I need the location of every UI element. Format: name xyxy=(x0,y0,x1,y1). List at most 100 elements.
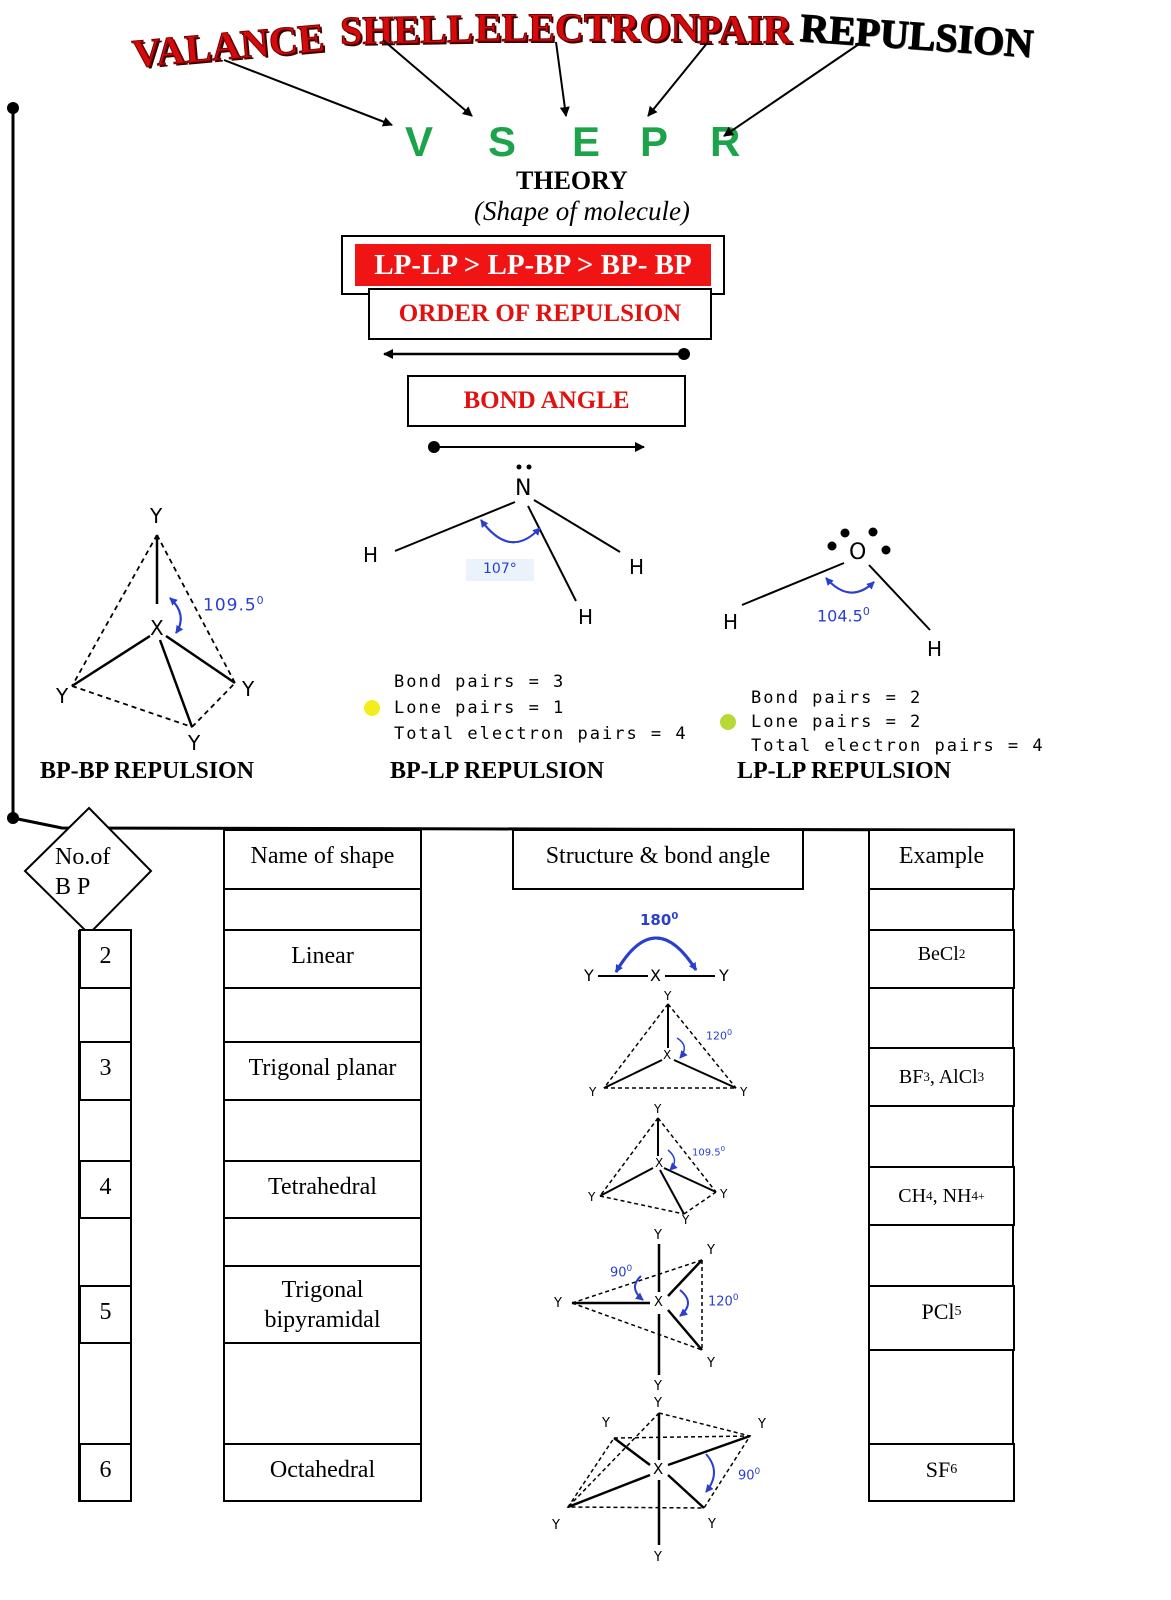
bp-bp-ligand-left: Y xyxy=(56,684,69,708)
lp-lp-bond-pairs: Bond pairs = 2 xyxy=(751,688,923,708)
water-lone-pair-dot-2 xyxy=(840,528,850,538)
lp-lp-lone-pair-marker xyxy=(720,714,736,730)
row-tetrahedral-bp: 4 xyxy=(79,1160,132,1219)
tbp-ligand-left: Y xyxy=(554,1296,562,1311)
oct-ligand-back-right: Y xyxy=(758,1417,766,1432)
tetra-central: X xyxy=(655,1156,664,1170)
bond-angle-label-box: BOND ANGLE xyxy=(407,375,686,427)
water-molecule xyxy=(741,562,931,631)
connector-dot-bottom xyxy=(7,812,19,824)
linear-ligand-right: Y xyxy=(719,966,729,985)
order-of-repulsion-label-box: ORDER OF REPULSION xyxy=(368,288,712,340)
oct-central: X xyxy=(653,1460,664,1478)
water-h-left: H xyxy=(723,610,739,634)
bond-angle-label: BOND ANGLE xyxy=(463,387,630,414)
tbp-ligand-bottom: Y xyxy=(654,1379,662,1394)
linear-central: X xyxy=(650,966,661,985)
header-structure: Structure & bond angle xyxy=(512,829,804,890)
bond-angle-arrow-dot xyxy=(428,441,440,453)
bp-lp-lone-pair-marker xyxy=(364,700,380,716)
connector-dot-top xyxy=(7,102,19,114)
linear-angle: 1800 xyxy=(640,911,679,929)
ammonia-angle: 107° xyxy=(483,561,517,577)
tetra-ligand-bottom: Y xyxy=(682,1213,690,1227)
bp-lp-caption: BP-LP REPULSION xyxy=(390,758,605,784)
ammonia-h-left: H xyxy=(363,543,379,567)
bp-bp-ligand-top: Y xyxy=(150,504,163,528)
linear-structure xyxy=(598,936,715,977)
bp-bp-central-atom: X xyxy=(150,616,164,640)
row-octahedral-name: Octahedral xyxy=(223,1443,422,1502)
theory-subtitle: (Shape of molecule) xyxy=(474,196,690,226)
oct-ligand-front-right: Y xyxy=(708,1517,716,1532)
trigonal-bipyramidal-structure xyxy=(571,1244,703,1375)
oct-ligand-bottom: Y xyxy=(654,1550,662,1565)
row-trigonal-planar-bp: 3 xyxy=(79,1041,132,1101)
tbp-angle-axial: 900 xyxy=(610,1264,633,1281)
water-angle: 104.50 xyxy=(817,605,870,626)
title-word-pair: PAIR xyxy=(697,7,793,53)
oct-ligand-front-left: Y xyxy=(552,1518,560,1533)
header-example: Example xyxy=(868,829,1015,890)
title-arrows xyxy=(223,39,863,137)
lp-lp-caption: LP-LP REPULSION xyxy=(737,758,952,784)
tbp-ligand-upper-right: Y xyxy=(707,1243,715,1258)
oct-ligand-top: Y xyxy=(654,1396,662,1411)
oct-angle: 900 xyxy=(738,1467,761,1484)
tetra-ligand-right: Y xyxy=(720,1187,728,1201)
trigonal-ligand-left: Y xyxy=(589,1085,597,1099)
header-name-of-shape: Name of shape xyxy=(223,829,422,890)
trigonal-central: X xyxy=(663,1048,672,1062)
bp-bp-tetrahedron xyxy=(71,534,236,728)
row-tetrahedral-name: Tetrahedral xyxy=(223,1160,422,1219)
bp-lp-bond-pairs: Bond pairs = 3 xyxy=(394,672,566,692)
ammonia-lone-pair-dot-2 xyxy=(526,464,532,470)
trigonal-planar-structure xyxy=(603,1003,737,1089)
row-octahedral-bp: 6 xyxy=(79,1443,132,1502)
oct-ligand-back-left: Y xyxy=(602,1416,610,1431)
bp-lp-lone-pairs: Lone pairs = 1 xyxy=(394,698,566,718)
water-central-atom: O xyxy=(849,540,867,565)
row-linear-name: Linear xyxy=(223,929,422,989)
theory-heading: THEORY xyxy=(516,166,628,195)
bp-bp-caption: BP-BP REPULSION xyxy=(40,758,255,784)
tbp-angle-equatorial: 1200 xyxy=(708,1293,739,1310)
tetra-angle: 109.50 xyxy=(692,1145,726,1159)
header-no-of-bp: No.of B P xyxy=(55,844,111,900)
tetrahedral-structure xyxy=(599,1117,717,1215)
tetra-ligand-top: Y xyxy=(654,1102,662,1116)
order-of-repulsion-label: ORDER OF REPULSION xyxy=(398,300,682,327)
acronym-s: S xyxy=(488,118,517,165)
tbp-central: X xyxy=(654,1295,663,1310)
row-trigonal-bipyramidal-name: Trigonal bipyramidal xyxy=(223,1265,422,1344)
water-lone-pair-dot-4 xyxy=(881,545,891,555)
tetra-ligand-left: Y xyxy=(588,1190,596,1204)
row-linear-bp: 2 xyxy=(79,929,132,989)
trigonal-ligand-top: Y xyxy=(664,989,672,1003)
repulsion-order-text: LP-LP > LP-BP > BP- BP xyxy=(355,244,711,286)
water-lone-pair-dot-1 xyxy=(827,541,837,551)
bp-bp-ligand-right: Y xyxy=(242,677,255,701)
row-trigonal-bipyramidal-bp: 5 xyxy=(79,1285,132,1344)
tbp-ligand-lower-right: Y xyxy=(707,1356,715,1371)
trigonal-ligand-right: Y xyxy=(740,1085,748,1099)
ammonia-angle-bg xyxy=(466,559,534,581)
ammonia-h-bottom: H xyxy=(578,605,594,629)
acronym-e: E xyxy=(572,118,601,165)
trigonal-angle: 1200 xyxy=(706,1028,733,1043)
octahedral-structure xyxy=(566,1412,752,1545)
tbp-ligand-top: Y xyxy=(654,1228,662,1243)
lp-lp-total-pairs: Total electron pairs = 4 xyxy=(751,736,1045,756)
acronym-v: V xyxy=(405,118,434,165)
ammonia-h-right: H xyxy=(629,555,645,579)
ammonia-lone-pair-dot-1 xyxy=(516,464,522,470)
ammonia-molecule xyxy=(394,499,621,602)
repulsion-arrow-dot xyxy=(678,348,690,360)
row-trigonal-planar-name: Trigonal planar xyxy=(223,1041,422,1101)
acronym-r: R xyxy=(710,118,741,165)
